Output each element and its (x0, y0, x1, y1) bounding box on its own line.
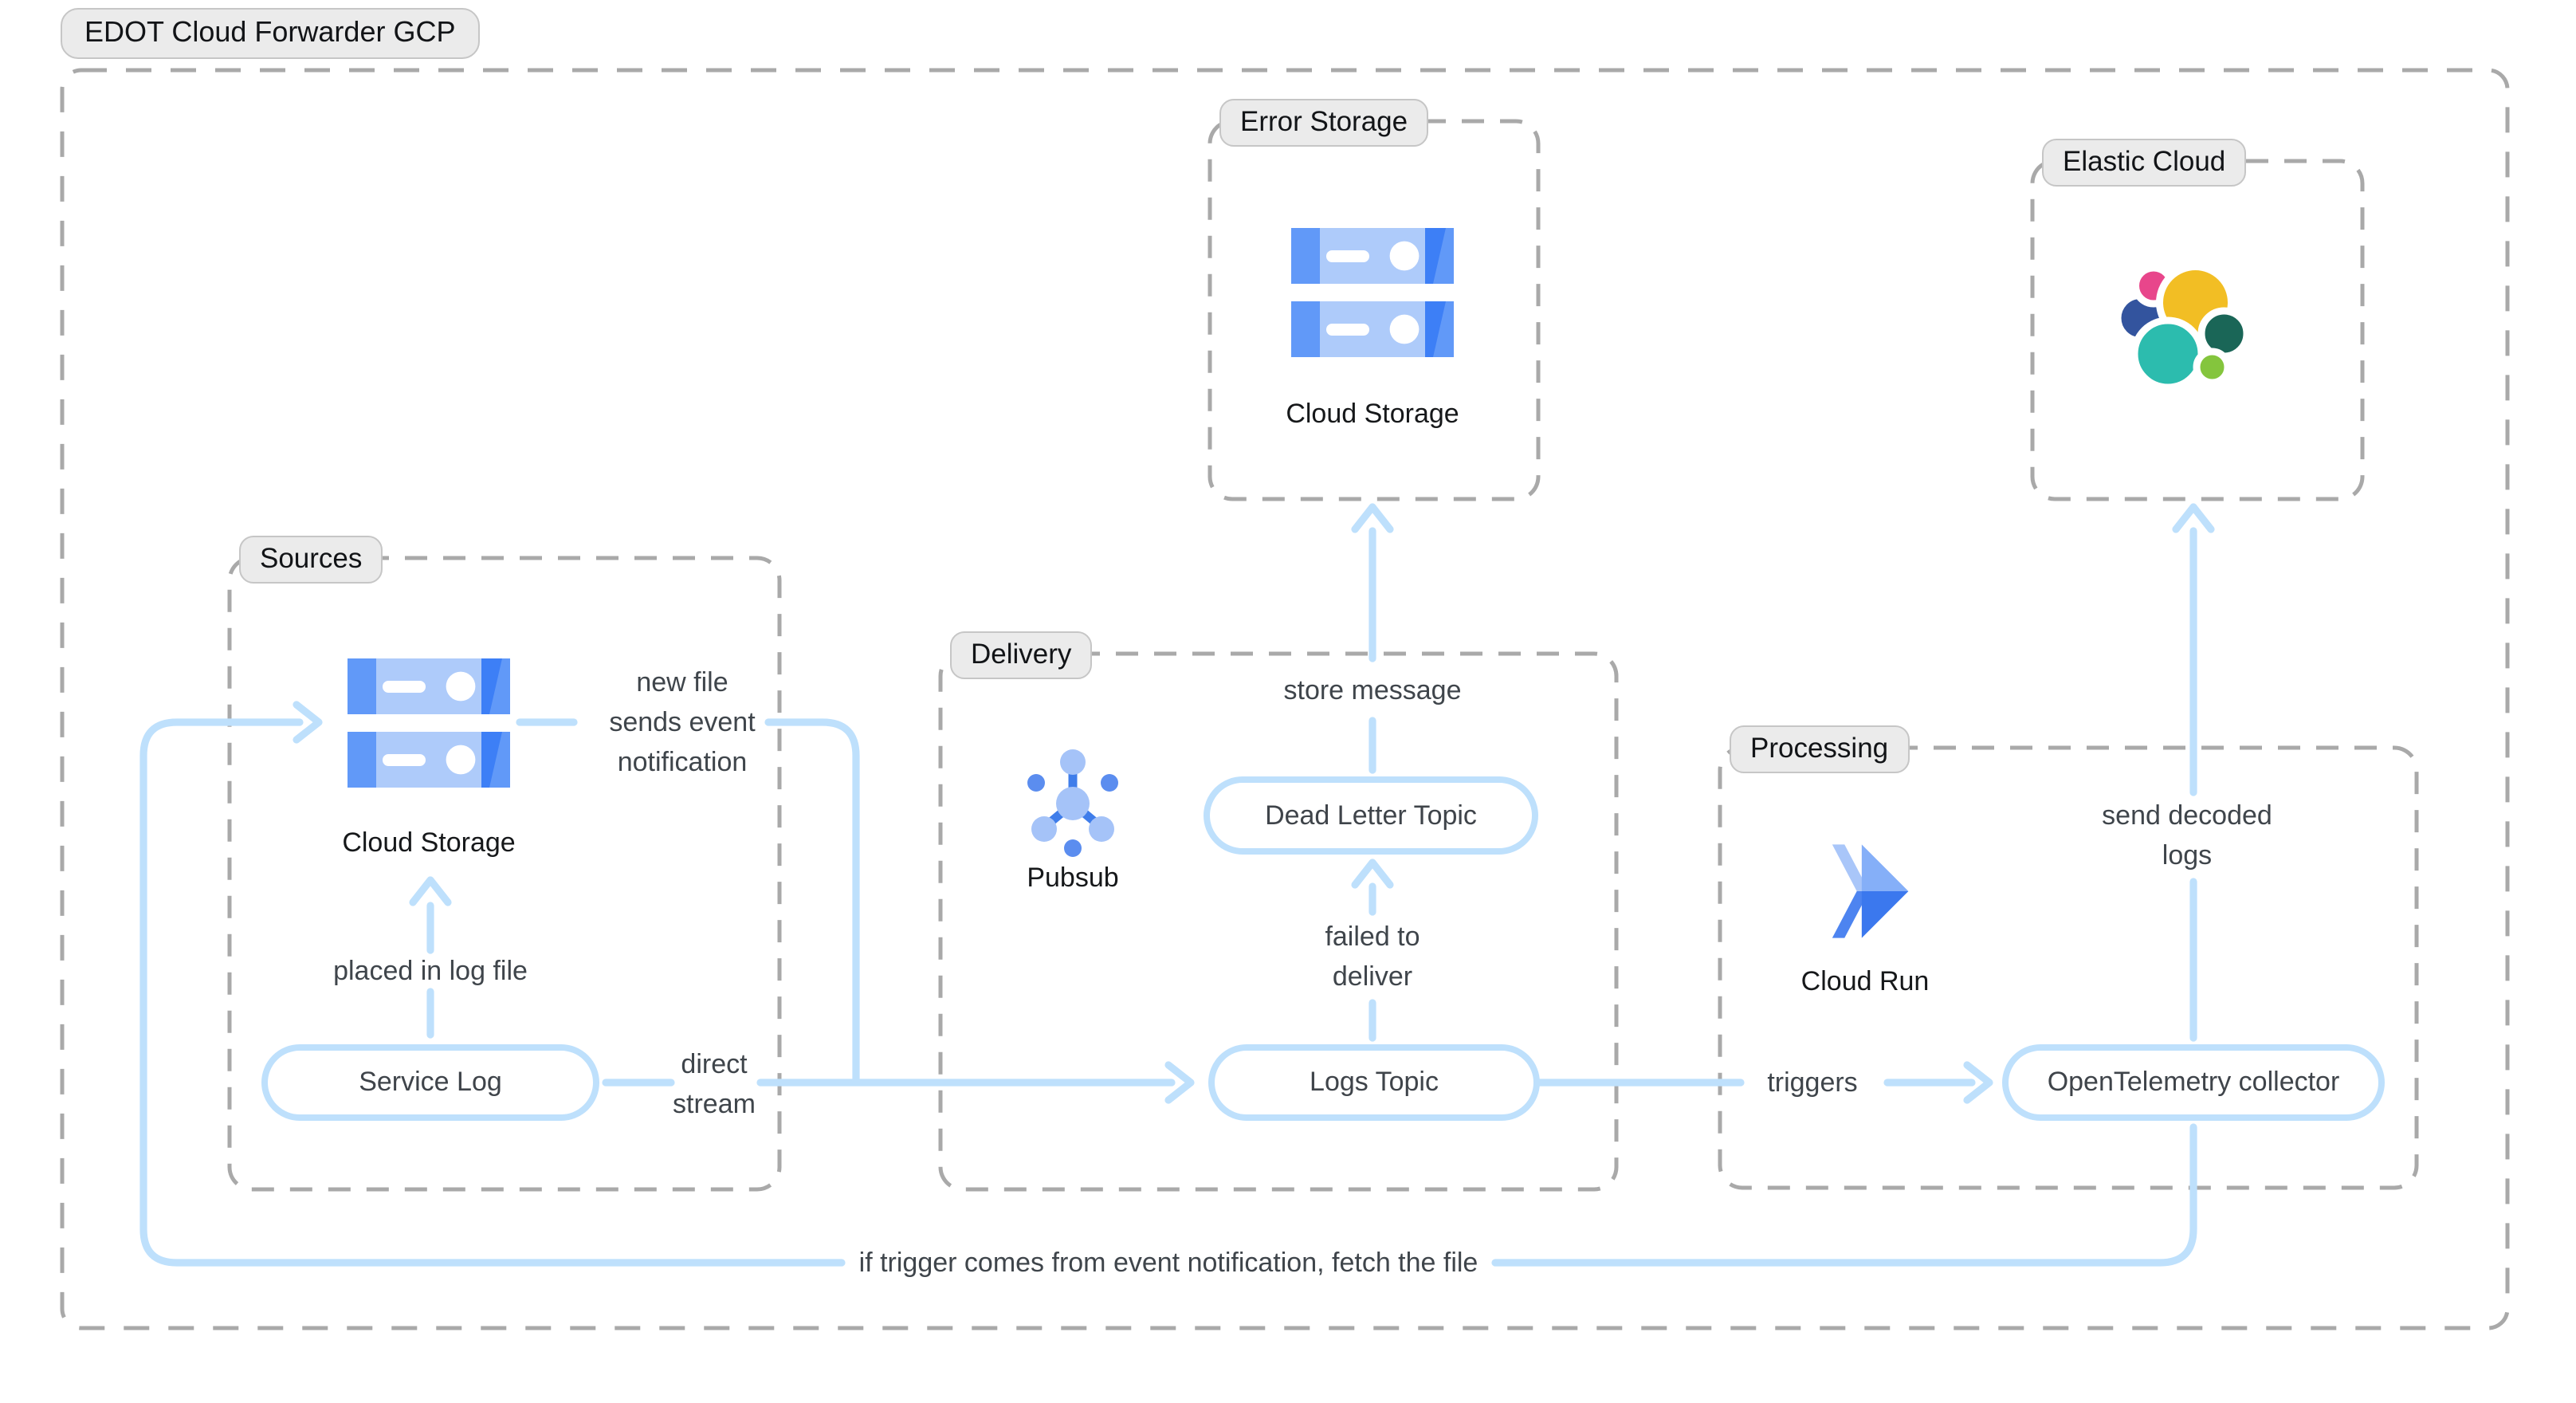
edge-label-triggers: triggers (1767, 1067, 1858, 1098)
logs-topic-node: Logs Topic (1208, 1044, 1540, 1121)
dead-letter-topic-node: Dead Letter Topic (1204, 776, 1538, 855)
edge-label-fetch-file: if trigger comes from event notification… (858, 1248, 1478, 1278)
arrowhead-into-error-storage (1351, 503, 1394, 533)
arrowhead-into-logs-topic (1164, 1061, 1195, 1104)
otel-collector-node: OpenTelemetry collector (2002, 1044, 2385, 1121)
edge-label-direct-stream: direct stream (673, 1049, 756, 1119)
outer-boundary-box (60, 68, 2510, 1330)
group-label-elastic-cloud: Elastic Cloud (2042, 139, 2247, 187)
pubsub-label: Pubsub (1027, 863, 1119, 893)
arrowhead-into-dead-letter (1351, 859, 1394, 889)
edge-label-send-decoded: send decoded logs (2102, 800, 2272, 870)
sources-group-box (227, 556, 782, 1192)
cloud-storage-error-label: Cloud Storage (1286, 399, 1459, 429)
otel-collector-label: OpenTelemetry collector (2047, 1067, 2340, 1097)
arrowhead-into-cloud-storage (293, 701, 323, 744)
edge-label-new-file: new file sends event notification (609, 667, 756, 777)
cloud-storage-icon (348, 658, 510, 788)
dead-letter-topic-label: Dead Letter Topic (1265, 800, 1477, 830)
cloud-run-icon (1832, 844, 1909, 938)
cloud-storage-sources-label: Cloud Storage (342, 827, 516, 858)
arrowhead-into-elastic (2172, 503, 2215, 533)
pubsub-icon (1027, 749, 1118, 857)
processing-group-box (1718, 745, 2419, 1190)
edge-label-store-message: store message (1283, 675, 1462, 705)
elastic-logo-icon (2114, 263, 2251, 391)
edge-label-placed-in-log: placed in log file (333, 956, 528, 986)
logs-topic-label: Logs Topic (1310, 1067, 1439, 1097)
group-label-sources: Sources (239, 536, 383, 584)
delivery-group-box (938, 651, 1619, 1192)
edge-label-failed-to-deliver: failed to deliver (1325, 922, 1420, 992)
edge-fetch-file-right (1491, 1123, 2197, 1267)
arrowhead-up-cloud-storage (409, 876, 452, 906)
group-label-delivery: Delivery (950, 631, 1093, 679)
cloud-run-label: Cloud Run (1800, 966, 1930, 996)
diagram-title: EDOT Cloud Forwarder GCP (61, 8, 480, 59)
service-log-node: Service Log (261, 1044, 599, 1121)
group-label-error-storage: Error Storage (1219, 99, 1429, 147)
arrowhead-into-otel (1963, 1061, 1993, 1104)
cloud-storage-icon (1291, 228, 1454, 357)
edge-new-file-seg2 (764, 718, 860, 1083)
edge-fetch-file-left (139, 718, 846, 1267)
group-label-processing: Processing (1730, 725, 1910, 773)
service-log-label: Service Log (359, 1067, 502, 1097)
elastic-cloud-group-box (2030, 159, 2365, 501)
